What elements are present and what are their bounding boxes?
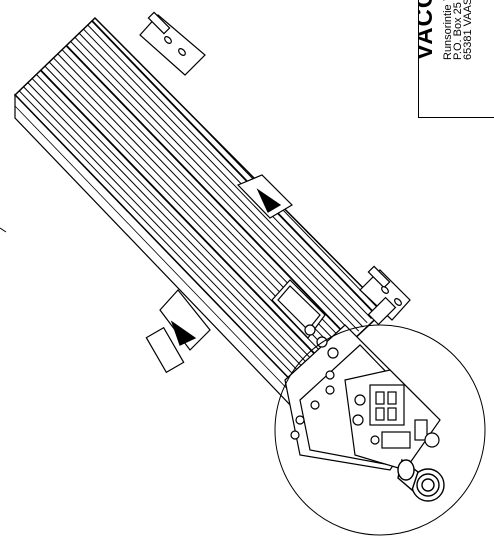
- fin-line: [23, 86, 309, 382]
- heatsink-body: [13, 16, 387, 412]
- fin-line: [77, 31, 364, 328]
- fin-line: [64, 43, 352, 341]
- mounting-bracket-right: [359, 265, 411, 326]
- brand-name: VACON: [418, 0, 438, 60]
- fin-line: [89, 18, 377, 316]
- fin-line: [39, 69, 326, 366]
- detail-magnifier: [274, 324, 486, 536]
- display-panel: [271, 279, 326, 339]
- fin-line: [31, 77, 318, 374]
- fin-line: [35, 73, 322, 370]
- mounting-bracket-middle: [236, 174, 293, 219]
- fin-line: [18, 90, 305, 387]
- address-line-3: 65381 VAASA: [462, 0, 474, 60]
- fin-line: [27, 82, 313, 378]
- mounting-bracket-top: [139, 11, 206, 76]
- fin-line: [86, 23, 372, 319]
- cable-gland: [397, 458, 445, 502]
- title-block: VACON Runsorintie 7 Tel. P.O. Box 25 Fax…: [418, 0, 494, 118]
- fin-line: [81, 27, 368, 324]
- mounting-bracket-left: [145, 289, 211, 374]
- leader-line: [0, 227, 7, 233]
- fin-line: [44, 65, 330, 361]
- fin-line: [69, 40, 355, 336]
- fin-line: [73, 35, 360, 332]
